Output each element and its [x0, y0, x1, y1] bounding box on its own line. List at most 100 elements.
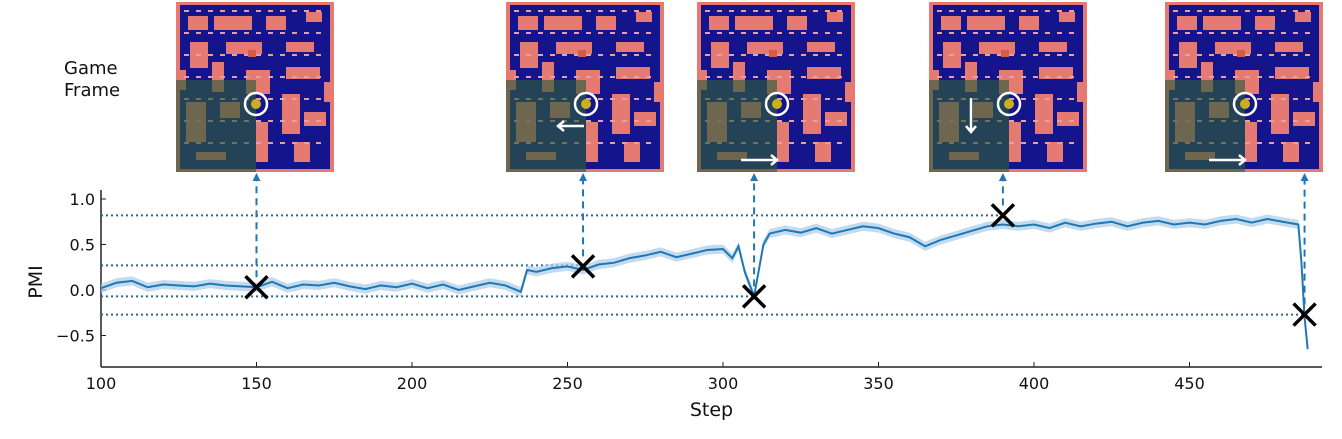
pellet: [985, 10, 990, 12]
pellet: [1269, 120, 1274, 122]
game-frame: [697, 2, 855, 172]
maze-wall: [1035, 94, 1053, 134]
pellet: [268, 32, 273, 34]
pellet: [1069, 142, 1074, 144]
pacman: [772, 99, 782, 109]
pellet: [256, 120, 261, 122]
pellet: [1033, 32, 1038, 34]
x-marker-stroke: [244, 275, 269, 300]
pellet: [562, 54, 567, 56]
pellet: [705, 10, 710, 12]
pellet: [777, 98, 782, 100]
maze-wall: [1275, 67, 1309, 79]
pellet: [622, 76, 627, 78]
x-marker: [1292, 302, 1317, 327]
pellet: [1173, 54, 1178, 56]
x-marker-stroke: [1292, 302, 1317, 327]
maze-wall: [1047, 142, 1063, 162]
pellet: [538, 32, 543, 34]
pellet: [610, 142, 615, 144]
pellet: [316, 32, 321, 34]
maze-wall: [1293, 112, 1315, 126]
pellet: [777, 120, 782, 122]
pellet: [717, 32, 722, 34]
pellet: [292, 120, 297, 122]
pellet: [1057, 142, 1062, 144]
arrow-head-icon: [1300, 173, 1309, 181]
maze-wall: [624, 142, 640, 162]
pellet: [1233, 76, 1238, 78]
pellet: [208, 32, 213, 34]
maze-wall: [324, 82, 330, 102]
pellet: [184, 54, 189, 56]
pellet: [801, 142, 806, 144]
x-tick-label: 250: [552, 374, 583, 393]
pellet: [586, 10, 591, 12]
pellet: [1021, 76, 1026, 78]
pellet: [1045, 142, 1050, 144]
pellet: [789, 142, 794, 144]
pellet: [598, 10, 603, 12]
pellet: [550, 10, 555, 12]
pellet: [813, 98, 818, 100]
pellet: [304, 32, 309, 34]
y-tick-label: 1.0: [70, 190, 95, 209]
pellet: [316, 54, 321, 56]
pellet: [256, 76, 261, 78]
pellet: [304, 76, 309, 78]
pellet: [646, 98, 651, 100]
pellet: [634, 76, 639, 78]
pellet: [562, 76, 567, 78]
game-frame-label: Game Frame: [64, 58, 120, 102]
pellet: [1257, 10, 1262, 12]
pellet: [574, 10, 579, 12]
pellet: [949, 10, 954, 12]
pellet: [292, 10, 297, 12]
pellet: [1245, 10, 1250, 12]
pellet: [526, 54, 531, 56]
pellet: [598, 142, 603, 144]
pellet: [622, 32, 627, 34]
attention-overlay: [1165, 80, 1245, 172]
ghost: [248, 50, 256, 57]
maze-wall: [286, 67, 320, 79]
pellet: [813, 120, 818, 122]
pellet: [825, 10, 830, 12]
maze-wall: [941, 16, 961, 30]
pellet: [268, 98, 273, 100]
pellet: [1269, 76, 1274, 78]
pellet: [1033, 54, 1038, 56]
pellet: [598, 32, 603, 34]
pellet: [765, 32, 770, 34]
ghost: [769, 50, 777, 57]
pellet: [705, 32, 710, 34]
pellet: [280, 32, 285, 34]
pellet: [574, 32, 579, 34]
pellet: [280, 54, 285, 56]
pellet: [634, 98, 639, 100]
pellet: [316, 76, 321, 78]
x-marker: [244, 275, 269, 300]
pellet: [220, 10, 225, 12]
pellet: [256, 54, 261, 56]
pellet: [1293, 98, 1298, 100]
pellet: [1233, 54, 1238, 56]
pellet: [280, 10, 285, 12]
arrow-head-icon: [579, 173, 588, 181]
attention-overlay: [697, 80, 777, 172]
arrow-head-icon: [252, 173, 261, 181]
pellet: [1257, 32, 1262, 34]
pellet: [1009, 32, 1014, 34]
pellet: [753, 10, 758, 12]
pellet: [304, 120, 309, 122]
maze-wall: [586, 122, 598, 162]
pellet: [949, 76, 954, 78]
pellet: [1305, 120, 1310, 122]
pellet: [1069, 98, 1074, 100]
pellet: [789, 32, 794, 34]
attention-overlay: [176, 80, 256, 172]
x-marker: [990, 203, 1016, 228]
pellet: [316, 120, 321, 122]
pellet: [949, 32, 954, 34]
pellet: [1269, 98, 1274, 100]
